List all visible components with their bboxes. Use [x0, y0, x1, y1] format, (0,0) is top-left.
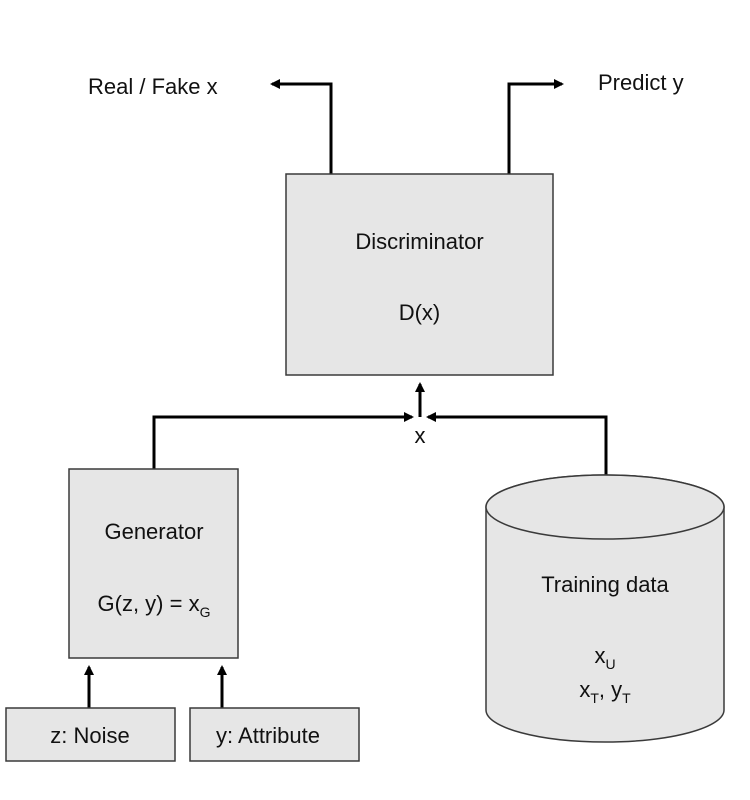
output-predict-label: Predict y	[598, 70, 684, 95]
discriminator-box: Discriminator D(x)	[285, 173, 554, 376]
real-fake-output-arrow	[270, 79, 333, 174]
training-data-title: Training data	[541, 572, 669, 597]
training-data-xu: xU	[594, 643, 615, 672]
noise-input-label: z: Noise	[50, 723, 129, 748]
attribute-input-box: y: Attribute	[189, 707, 360, 762]
output-real-fake-label: Real / Fake x	[88, 74, 218, 99]
cylinder-top	[485, 474, 725, 540]
junction-x-label: x	[415, 423, 426, 448]
noise-input-box: z: Noise	[5, 707, 176, 762]
attribute-input-label: y: Attribute	[216, 723, 320, 748]
generator-formula: G(z, y) = xG	[98, 591, 211, 620]
discriminator-title: Discriminator	[355, 229, 483, 254]
predict-output-arrow	[507, 79, 564, 174]
generator-to-discriminator-wire	[152, 412, 414, 469]
discriminator-formula: D(x)	[399, 300, 441, 325]
training-data-xt-yt: xT, yT	[579, 677, 631, 706]
generator-title: Generator	[104, 519, 203, 544]
generator-box: Generator G(z, y) = xG	[68, 468, 239, 659]
training-data-cylinder: Training data xU xT, yT	[485, 474, 725, 743]
